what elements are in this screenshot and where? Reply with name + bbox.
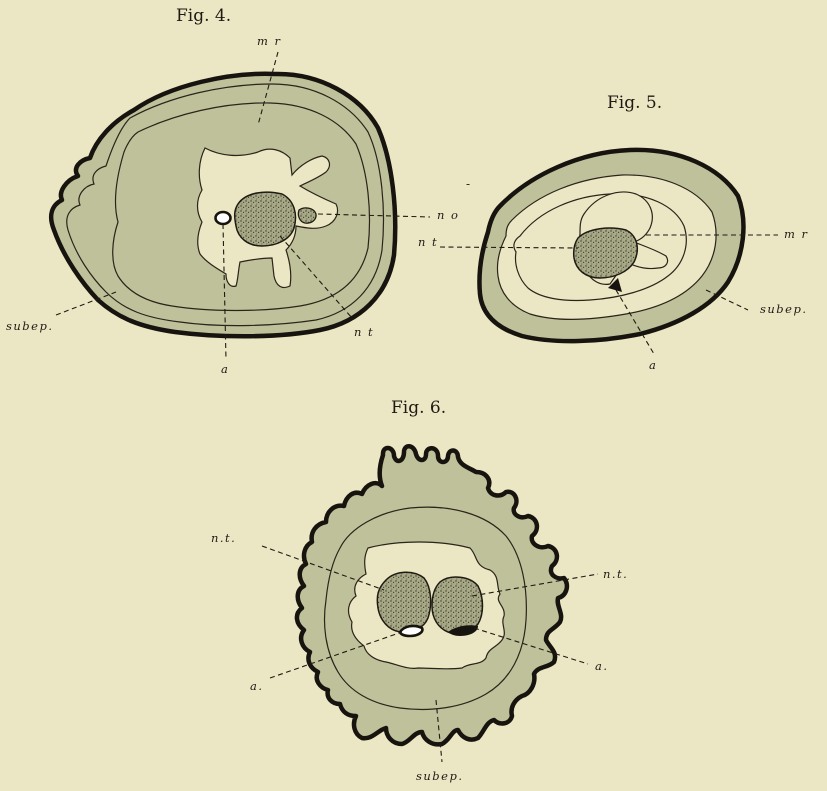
fig6-nerve-trunk-right xyxy=(432,577,483,634)
figure-4: Fig. 4. m r n o n t subep. a xyxy=(6,6,460,376)
svg-text:-: - xyxy=(466,177,470,191)
fig4-nerve-branch xyxy=(298,208,316,223)
fig5-title: Fig. 5. xyxy=(607,93,662,113)
fig4-label-no: n o xyxy=(437,208,460,222)
fig5-label-nt: n t xyxy=(418,235,438,249)
fig6-artery-left xyxy=(400,626,422,636)
fig6-label-a-right: a. xyxy=(595,659,609,673)
fig4-artery xyxy=(216,212,231,224)
figure-6: Fig. 6. n.t. n.t. a. a. subep. xyxy=(211,398,628,783)
fig6-label-nt-right: n.t. xyxy=(603,567,628,581)
fig4-label-subep: subep. xyxy=(6,319,54,333)
fig6-title: Fig. 6. xyxy=(391,398,446,418)
fig6-label-a-left: a. xyxy=(250,679,264,693)
fig6-nerve-trunk-left xyxy=(377,572,430,632)
fig5-label-a: a xyxy=(649,358,657,372)
fig4-title: Fig. 4. xyxy=(176,6,231,26)
fig4-label-a: a xyxy=(221,362,229,376)
fig4-label-mr: m r xyxy=(257,34,282,48)
fig6-label-subep: subep. xyxy=(416,769,464,783)
fig5-label-subep: subep. xyxy=(760,302,808,316)
fig6-label-nt-left: n.t. xyxy=(211,531,236,545)
fig4-label-nt: n t xyxy=(354,325,374,339)
figure-5: Fig. 5. - m r n t subep. a xyxy=(418,93,809,372)
fig5-label-mr: m r xyxy=(784,227,809,241)
fig4-nerve-trunk xyxy=(235,192,296,246)
